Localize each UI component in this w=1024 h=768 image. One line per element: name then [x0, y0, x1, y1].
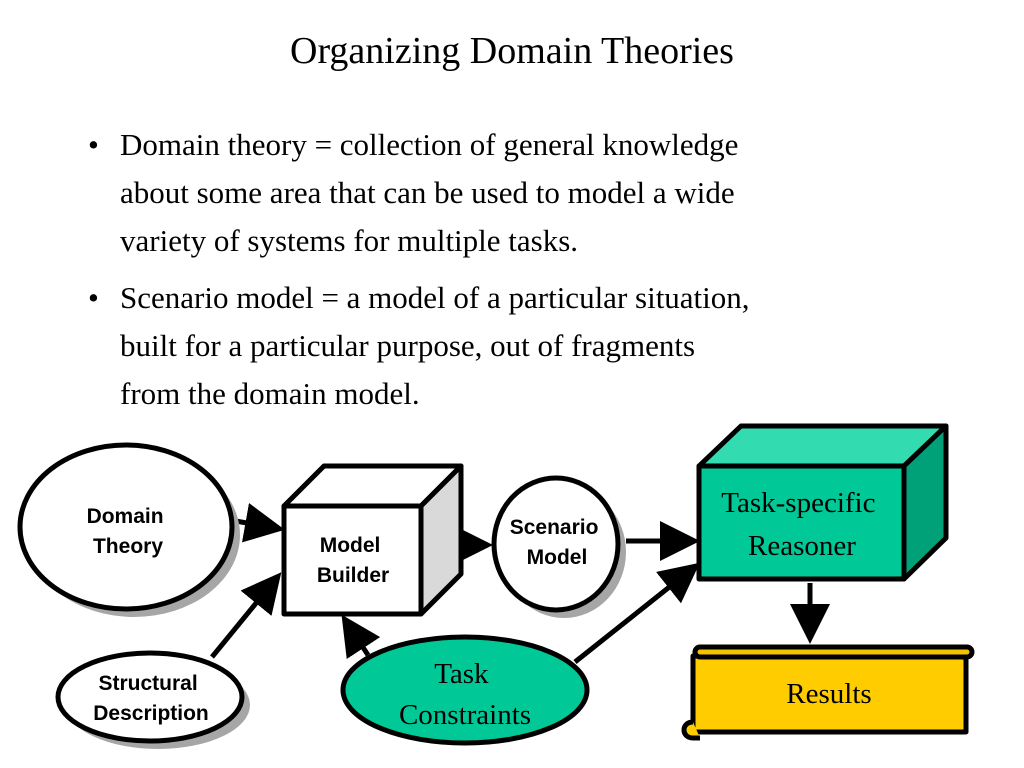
bullet-line: variety of systems for multiple tasks. — [120, 223, 579, 258]
task-constraints-label: Constraints — [399, 699, 531, 731]
slide-title: Organizing Domain Theories — [290, 30, 734, 72]
task-constraints-ellipse — [340, 634, 590, 746]
structural-description-label: Description — [93, 702, 209, 725]
svg-text:Model Builder: Model Builder — [317, 534, 389, 587]
bullet-line: about some area that can be used to mode… — [120, 175, 735, 210]
svg-text:Task-specific Reasoner: Task-specific Reasoner — [721, 487, 882, 562]
bullet-line: from the domain model. — [120, 376, 420, 411]
results-label: Results — [786, 678, 871, 710]
svg-text:Domain Theory: Domain Theory — [87, 505, 170, 558]
svg-text:Scenario Model: Scenario Model — [510, 516, 605, 569]
reasoner-cube-front — [696, 463, 907, 582]
task-constraints-node: Task Constraints — [340, 634, 590, 746]
svg-text:Structural Description: Structural Description — [93, 672, 209, 725]
scenario-model-label: Scenario — [510, 516, 599, 539]
arrow-task-constraints-to-reasoner — [573, 562, 700, 664]
arrow-task-constraints-to-model-builder — [341, 614, 381, 660]
results-scroll-top-roll — [692, 644, 975, 660]
bullet-scenario-model: • Scenario model = a model of a particul… — [88, 274, 968, 418]
bullet-domain-theory: • Domain theory = collection of general … — [88, 121, 968, 265]
scenario-model-ellipse — [491, 475, 621, 613]
task-constraints-label: Task — [434, 658, 489, 690]
structural-description-ellipse — [55, 650, 245, 744]
model-builder-label: Model — [320, 534, 381, 557]
bullet-marker: • — [88, 127, 99, 162]
results-node — [681, 644, 975, 741]
domain-theory-ellipse — [17, 442, 235, 612]
bullet-line: Domain theory = collection of general kn… — [120, 127, 739, 162]
structural-description-label: Structural — [98, 672, 197, 695]
arrow-structural-description-to-model-builder — [210, 572, 282, 659]
scenario-model-label: Model — [527, 546, 588, 569]
bullet-line: Scenario model = a model of a particular… — [120, 280, 750, 315]
reasoner-label: Task-specific — [721, 487, 875, 519]
bullet-line: built for a particular purpose, out of f… — [120, 328, 696, 363]
domain-theory-node: Domain Theory — [17, 442, 240, 617]
results-scroll-bottom-curl — [681, 719, 700, 741]
domain-theory-label: Theory — [93, 535, 163, 558]
reasoner-node — [696, 423, 949, 582]
model-builder-label: Builder — [317, 564, 389, 587]
structural-description-node: Structural Description — [55, 650, 250, 749]
model-builder-node — [281, 463, 464, 617]
scenario-model-node: Scenario Model — [491, 475, 626, 618]
model-builder-cube-front — [281, 503, 424, 617]
domain-theory-label: Domain — [87, 505, 164, 528]
reasoner-label: Reasoner — [748, 530, 856, 562]
bullet-list: • Domain theory = collection of general … — [88, 121, 968, 418]
bullet-marker: • — [88, 280, 99, 315]
svg-text:Task Constraints: Task Constraints — [399, 658, 531, 731]
